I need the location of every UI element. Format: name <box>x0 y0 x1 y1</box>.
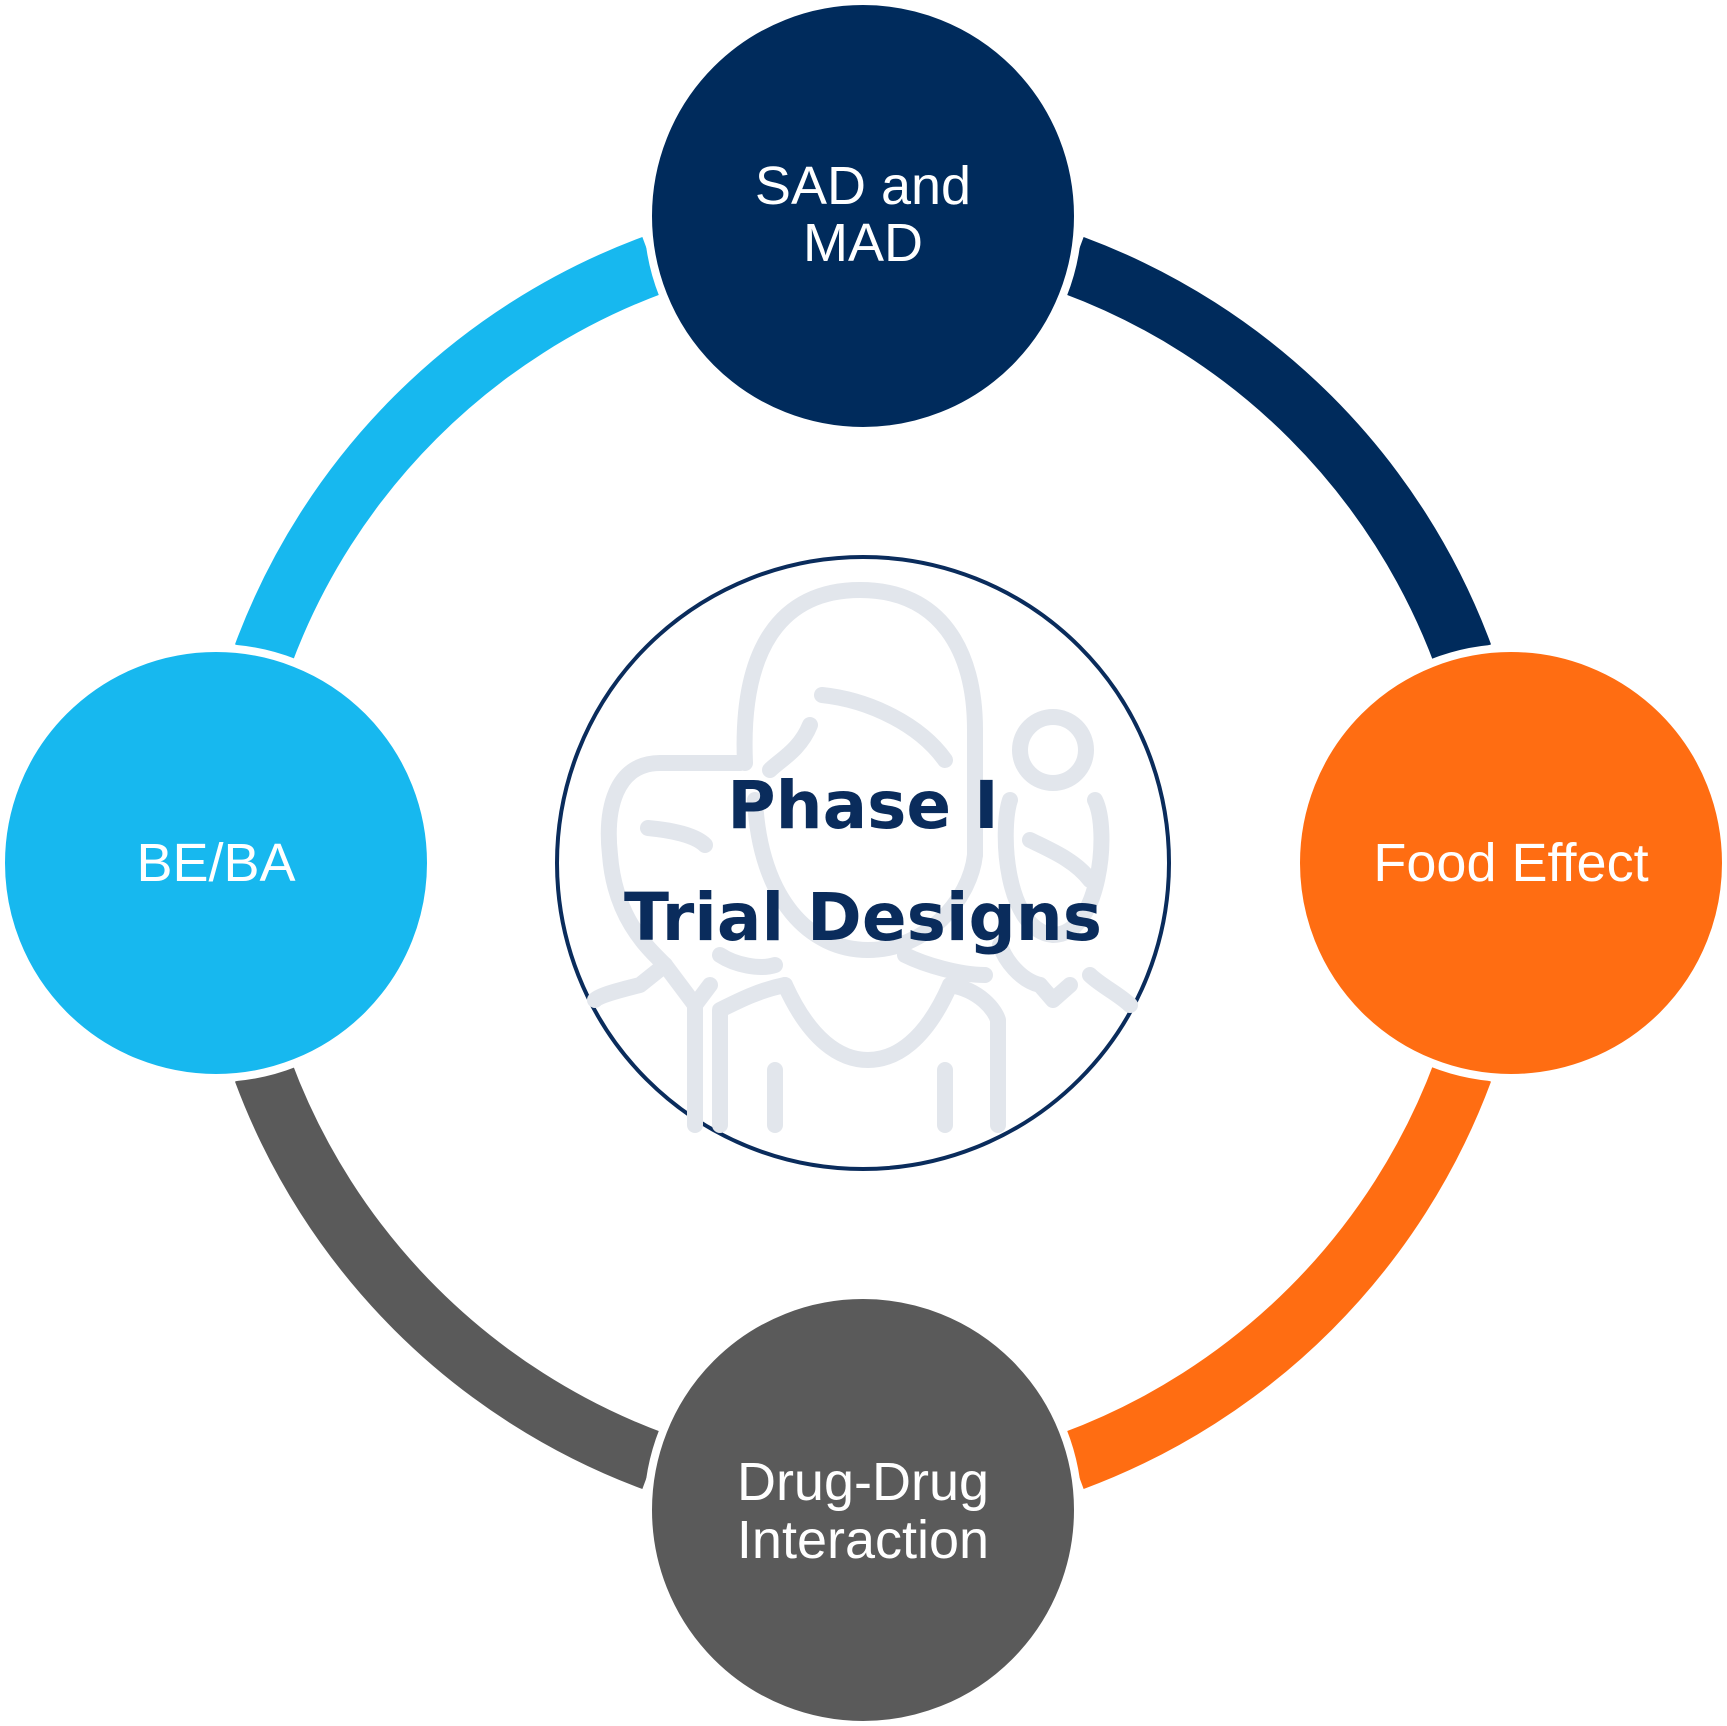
node-food-effect-label: Food Effect <box>1373 833 1648 893</box>
center-circle <box>555 555 1171 1171</box>
node-drug-drug-interaction-line2: Interaction <box>737 1510 989 1570</box>
arc-bottom-left <box>234 1060 664 1490</box>
node-drug-drug-interaction-line1: Drug-Drug <box>737 1452 989 1512</box>
node-drug-drug-interaction-circle <box>644 1291 1082 1726</box>
center-title-line2: Trial Designs <box>624 879 1102 956</box>
node-sad-mad-line2: MAD <box>803 213 923 273</box>
node-food-effect-circle <box>1292 644 1727 1082</box>
node-sad-mad-line1: SAD and <box>755 156 971 216</box>
people-group-icon <box>587 582 1138 1133</box>
arc-left-top <box>234 236 664 666</box>
node-food-effect[interactable]: Food Effect <box>1292 644 1727 1082</box>
center-hub: Phase I Trial Designs <box>555 555 1171 1171</box>
node-sad-mad[interactable]: SAD and MAD <box>644 0 1082 435</box>
node-be-ba-label: BE/BA <box>136 833 295 893</box>
node-drug-drug-interaction[interactable]: Drug-Drug Interaction <box>644 1291 1082 1726</box>
arc-right-bottom <box>1062 1060 1492 1490</box>
arc-top-right <box>1062 236 1492 666</box>
node-be-ba-circle <box>0 644 435 1082</box>
node-be-ba[interactable]: BE/BA <box>0 644 435 1082</box>
node-sad-mad-circle <box>644 0 1082 435</box>
center-title-line1: Phase I <box>727 767 998 844</box>
ring-arcs <box>234 236 1492 1490</box>
